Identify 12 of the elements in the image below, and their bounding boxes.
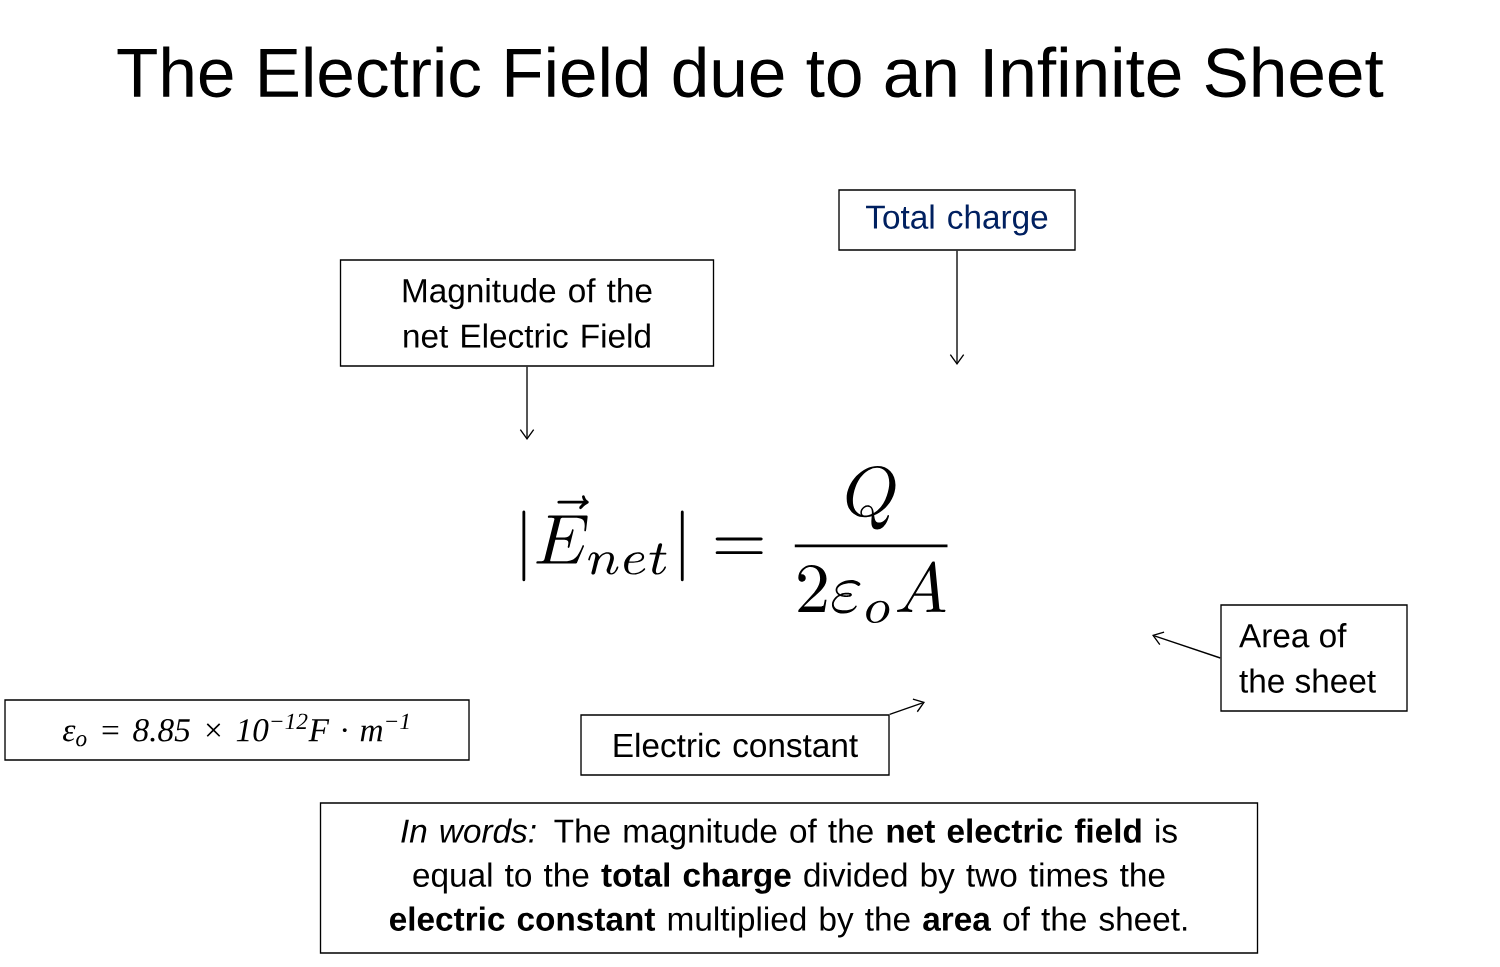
leader-arrow	[949, 250, 965, 365]
label-box: Total charge	[838, 189, 1076, 251]
title: The Electric Field due to an Infinite Sheet	[117, 46, 1384, 98]
equation: $|\vec{E}_{net}| = \frac{Q}{2\varepsilon_o A}$	[522, 465, 948, 624]
description-box: In words: The magnitude of the net electric field is equal to the total charge divided by two times the electric constant multiplied by the area of the sheet.	[319, 802, 1259, 954]
label-box: Electric constant	[580, 714, 890, 776]
constant-box: ε$_{o}$ = 8.85 × 10$^{−12}$F · m$^{−1}$	[4, 699, 470, 761]
label-box: Area of the sheet	[1220, 604, 1408, 712]
label-box: Magnitude of the net Electric Field	[339, 259, 715, 367]
leader-arrow	[889, 698, 925, 715]
leader-arrow	[519, 366, 535, 440]
leader-arrow	[1152, 631, 1221, 659]
